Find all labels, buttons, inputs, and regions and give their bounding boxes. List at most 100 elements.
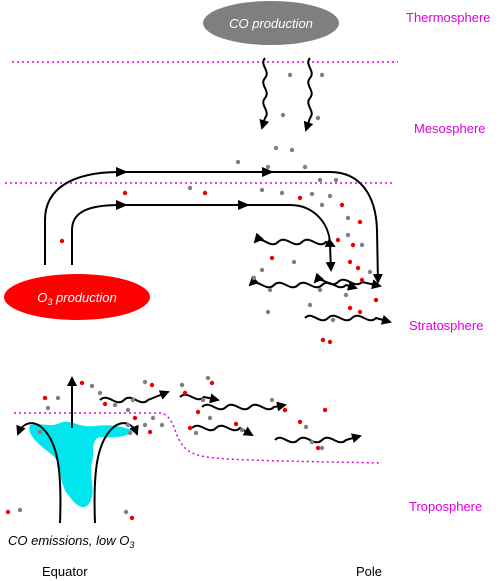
gray-tracer-dot bbox=[259, 267, 265, 273]
gray-tracer-dot bbox=[17, 507, 23, 513]
gray-tracer-dot bbox=[239, 427, 245, 433]
red-tracer-dot bbox=[357, 219, 363, 225]
red-tracer-dot bbox=[59, 238, 65, 244]
gray-tracer-dot bbox=[187, 185, 193, 191]
gray-tracer-dot bbox=[150, 415, 156, 421]
gray-tracer-dot bbox=[130, 397, 136, 403]
circulation-arrow-inner bbox=[71, 204, 336, 272]
gray-tracer-dot bbox=[287, 72, 293, 78]
gray-tracer-dot bbox=[259, 187, 265, 193]
stratosphere-label: Stratosphere bbox=[409, 318, 483, 333]
gray-tracer-dot bbox=[319, 202, 325, 208]
mixing-wave-2 bbox=[248, 275, 358, 291]
flow-arrowhead-1 bbox=[116, 167, 128, 177]
red-tracer-dot bbox=[202, 190, 208, 196]
red-tracer-dot bbox=[357, 309, 363, 315]
red-tracer-dot bbox=[347, 305, 353, 311]
gray-tracer-dot bbox=[142, 379, 148, 385]
gray-tracer-dot bbox=[279, 190, 285, 196]
gray-tracer-dot bbox=[317, 177, 323, 183]
red-tracer-dot bbox=[129, 515, 135, 521]
red-tracer-dot bbox=[297, 195, 303, 201]
gray-tracer-dot bbox=[55, 395, 61, 401]
pole-label: Pole bbox=[356, 564, 382, 579]
thermosphere-label: Thermosphere bbox=[406, 10, 491, 25]
gray-tracer-dot bbox=[125, 422, 131, 428]
red-tracer-dot bbox=[149, 382, 155, 388]
gray-tracer-dot bbox=[330, 317, 336, 323]
gray-tracer-dot bbox=[142, 422, 148, 428]
red-tracer-dot bbox=[315, 445, 321, 451]
gray-tracer-dot bbox=[179, 382, 185, 388]
descent-arrow-left bbox=[259, 57, 270, 130]
gray-tracer-dot bbox=[280, 112, 286, 118]
gray-tracer-dot bbox=[315, 115, 321, 121]
co-production-label: CO production bbox=[229, 16, 313, 31]
gray-tracer-dot bbox=[251, 275, 257, 281]
gray-tracer-dot bbox=[125, 407, 131, 413]
red-tracer-dot bbox=[209, 380, 215, 386]
red-tracer-dot bbox=[132, 415, 138, 421]
red-tracer-dot bbox=[147, 429, 153, 435]
gray-tracer-dot bbox=[307, 302, 313, 308]
gray-tracer-dot bbox=[265, 309, 271, 315]
descent-arrow-right bbox=[303, 57, 314, 132]
gray-tracer-dot bbox=[200, 397, 206, 403]
gray-tracer-dot bbox=[333, 177, 339, 183]
gray-tracer-dot bbox=[345, 232, 351, 238]
red-tracer-dot bbox=[233, 421, 239, 427]
o3-production-label: O3 production bbox=[37, 290, 116, 307]
red-tracer-dot bbox=[5, 509, 11, 515]
mesosphere-label: Mesosphere bbox=[414, 121, 486, 136]
red-tracer-dot bbox=[182, 390, 188, 396]
co-emission-plume bbox=[29, 421, 132, 508]
gray-tracer-dot bbox=[309, 439, 315, 445]
gray-tracer-dot bbox=[302, 164, 308, 170]
gray-tracer-dot bbox=[97, 390, 103, 396]
mixing-wave-4 bbox=[304, 314, 392, 325]
gray-tracer-dot bbox=[319, 72, 325, 78]
gray-tracer-dot bbox=[289, 147, 295, 153]
gray-tracer-dot bbox=[127, 430, 133, 436]
gray-tracer-dot bbox=[193, 430, 199, 436]
flow-arrowhead-3 bbox=[116, 200, 128, 210]
trop-wave-5 bbox=[274, 433, 362, 444]
convection-arrow-left bbox=[16, 422, 62, 524]
red-tracer-dot bbox=[320, 337, 326, 343]
trop-wave-4 bbox=[191, 424, 254, 437]
gray-tracer-dot bbox=[235, 159, 241, 165]
gray-tracer-dot bbox=[89, 383, 95, 389]
gray-tracer-dot bbox=[367, 269, 373, 275]
gray-tracer-dot bbox=[359, 242, 365, 248]
equator-label: Equator bbox=[42, 564, 88, 579]
gray-tracer-dot bbox=[112, 402, 118, 408]
gray-tracer-dot bbox=[123, 509, 129, 515]
flow-arrowhead-4 bbox=[238, 200, 250, 210]
convection-arrow-right bbox=[93, 422, 139, 524]
red-tracer-dot bbox=[339, 202, 345, 208]
red-tracer-dot bbox=[359, 277, 365, 283]
mixing-wave-3 bbox=[313, 272, 382, 290]
gray-tracer-dot bbox=[317, 287, 323, 293]
gray-tracer-dot bbox=[345, 215, 351, 221]
gray-tracer-dot bbox=[45, 405, 51, 411]
red-tracer-dot bbox=[355, 265, 361, 271]
red-tracer-dot bbox=[102, 401, 108, 407]
red-tracer-dot bbox=[350, 242, 356, 248]
gray-tracer-dot bbox=[265, 164, 271, 170]
troposphere-label: Troposphere bbox=[409, 499, 482, 514]
red-tracer-dot bbox=[269, 255, 275, 261]
gray-tracer-dot bbox=[273, 145, 279, 151]
red-tracer-dot bbox=[335, 237, 341, 243]
red-tracer-dot bbox=[347, 259, 353, 265]
red-tracer-dot bbox=[195, 409, 201, 415]
red-tracer-dot bbox=[297, 419, 303, 425]
red-tracer-dot bbox=[187, 425, 193, 431]
gray-tracer-dot bbox=[267, 287, 273, 293]
co-production-ellipse bbox=[203, 1, 339, 45]
mixing-wave-1 bbox=[253, 232, 336, 247]
trop-wave-1 bbox=[99, 390, 170, 404]
circulation-arrow-outer bbox=[44, 171, 383, 284]
gray-tracer-dot bbox=[309, 191, 315, 197]
